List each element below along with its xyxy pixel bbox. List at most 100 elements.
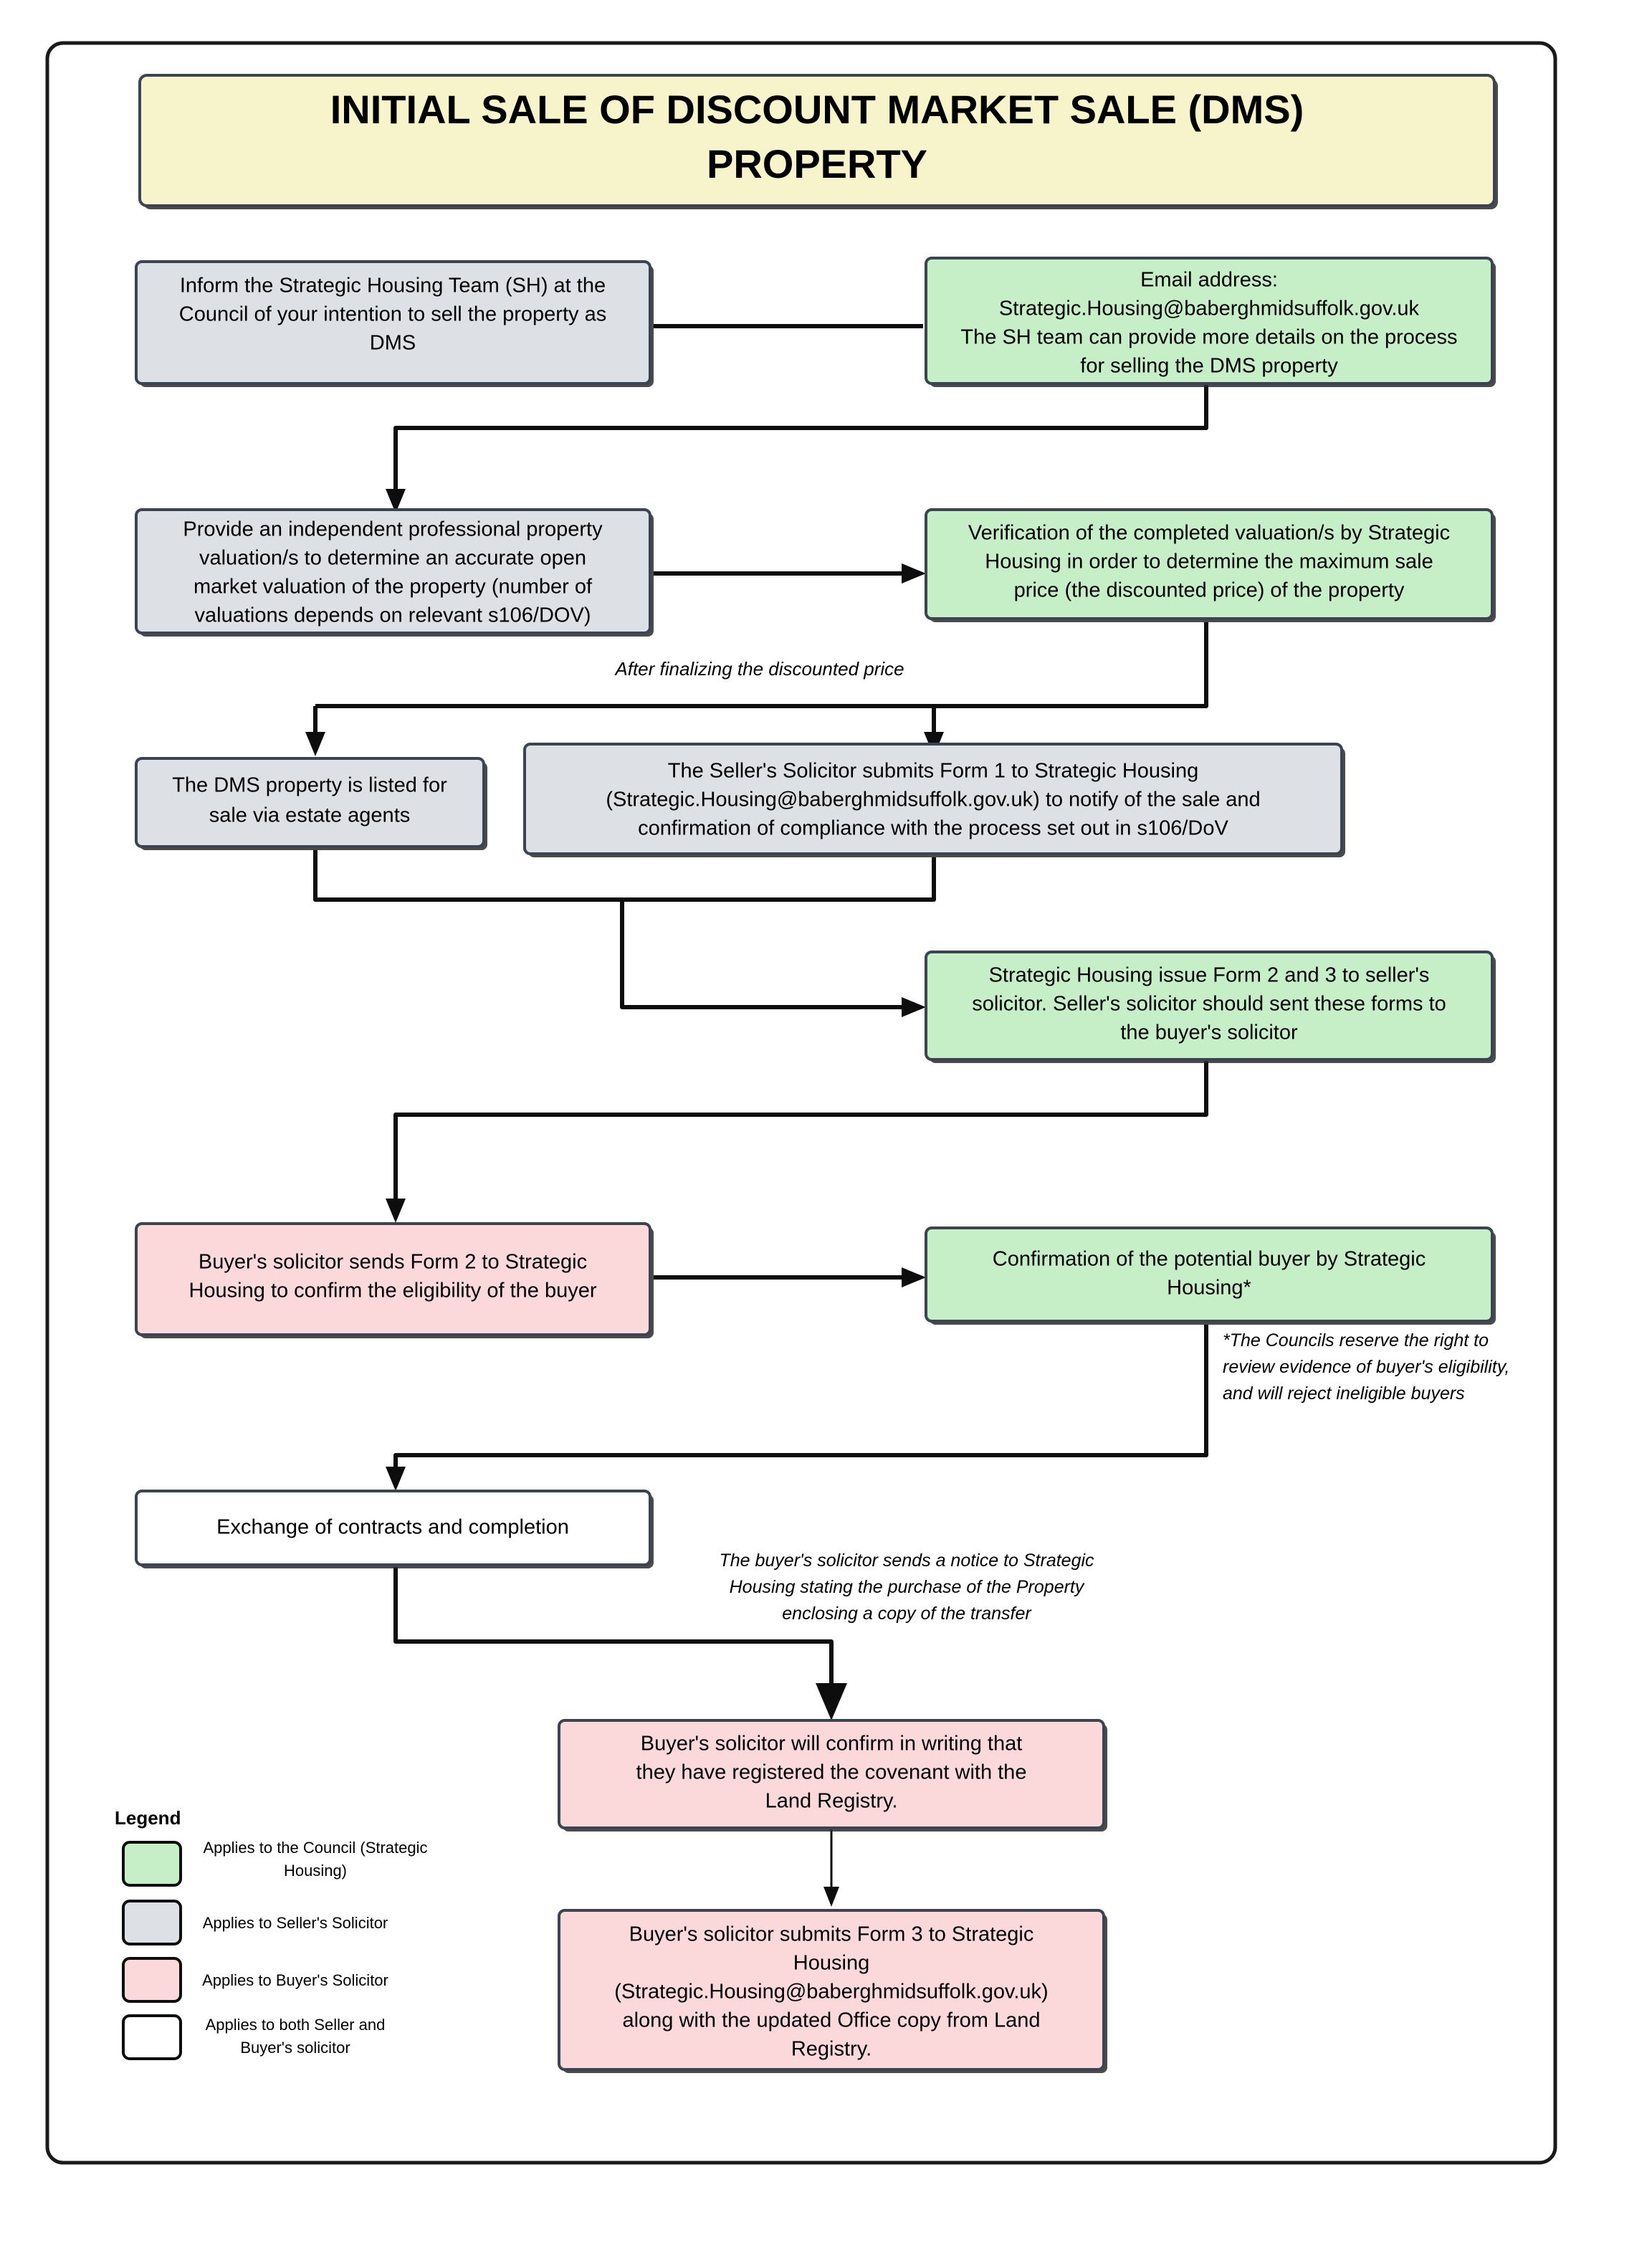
legend-item-both: Applies to both Seller and Buyer's solic… xyxy=(122,2014,386,2060)
connector-exchange-to-covenant xyxy=(393,1567,834,1699)
node-confirm-buyer-rect[interactable] xyxy=(925,1226,1494,1323)
arrowhead-covenant-to-form3 xyxy=(823,1887,839,1907)
node-inform-sh-line-2: DMS xyxy=(370,332,416,355)
node-provide-valuation-line-1: valuation/s to determine an accurate ope… xyxy=(199,547,586,570)
node-exchange-completion-rect[interactable] xyxy=(135,1490,651,1566)
legend: Legend Applies to the Council (Strategic… xyxy=(115,1807,428,2060)
note-council-footnote-line-0: *The Councils reserve the right to xyxy=(1223,1330,1489,1351)
node-listed-estate-agents-line-1: sale via estate agents xyxy=(209,804,411,827)
connector-email-to-valuation xyxy=(393,382,1208,496)
node-inform-sh-line-0: Inform the Strategic Housing Team (SH) a… xyxy=(180,275,606,297)
node-confirm-covenant-rect[interactable] xyxy=(558,1719,1105,1829)
node-issue-form2-3-line-0: Strategic Housing issue Form 2 and 3 to … xyxy=(989,964,1430,987)
connector-issueforms-to-buyerform2 xyxy=(393,1059,1208,1204)
node-email-address-line-2: The SH team can provide more details on … xyxy=(960,326,1457,349)
node-form1-submit[interactable]: The Seller's Solicitor submits Form 1 to… xyxy=(523,743,1345,857)
node-form1-submit-line-0: The Seller's Solicitor submits Form 1 to… xyxy=(668,760,1198,783)
note-buyer-notice: The buyer's solicitor sends a notice to … xyxy=(719,1551,1094,1624)
node-verification[interactable]: Verification of the completed valuation/… xyxy=(925,508,1496,622)
node-exchange-completion-line-0: Exchange of contracts and completion xyxy=(216,1516,569,1539)
node-submit-form3-line-3: along with the updated Office copy from … xyxy=(622,2009,1040,2032)
legend-label-both-line-1: Buyer's solicitor xyxy=(240,2039,350,2057)
note-buyer-notice-line-0: The buyer's solicitor sends a notice to … xyxy=(719,1551,1094,1571)
legend-label-council-line-0: Applies to the Council (Strategic xyxy=(203,1839,427,1857)
note-buyer-notice-line-2: enclosing a copy of the transfer xyxy=(782,1604,1032,1624)
legend-label-seller-line-0: Applies to Seller's Solicitor xyxy=(203,1914,388,1932)
arrowhead-buyerform2-to-confirm xyxy=(902,1267,926,1287)
legend-swatch-seller xyxy=(122,1900,182,1945)
node-inform-sh[interactable]: Inform the Strategic Housing Team (SH) a… xyxy=(135,260,654,387)
page-title-line1: INITIAL SALE OF DISCOUNT MARKET SALE (DM… xyxy=(330,87,1304,132)
page-title-line2: PROPERTY xyxy=(707,141,927,186)
node-form1-submit-line-1: (Strategic.Housing@baberghmidsuffolk.gov… xyxy=(606,789,1260,811)
node-email-address-line-3: for selling the DMS property xyxy=(1080,355,1338,378)
node-form1-submit-line-2: confirmation of compliance with the proc… xyxy=(638,817,1228,840)
node-listed-estate-agents-line-0: The DMS property is listed for xyxy=(172,774,447,797)
edge-label-after-finalizing: After finalizing the discounted price xyxy=(613,658,904,680)
arrowhead-email-to-valuation xyxy=(386,489,406,513)
connector-form1-to-merge xyxy=(622,857,936,902)
node-buyer-sends-form2-line-1: Housing to confirm the eligibility of th… xyxy=(188,1280,596,1302)
legend-swatch-council xyxy=(122,1841,182,1887)
title-banner-rect xyxy=(138,74,1496,207)
node-submit-form3-line-1: Housing xyxy=(793,1952,869,1975)
node-provide-valuation-line-2: market valuation of the property (number… xyxy=(194,576,593,599)
node-provide-valuation[interactable]: Provide an independent professional prop… xyxy=(135,508,654,637)
connector-confirm-to-exchange xyxy=(393,1325,1208,1473)
node-buyer-sends-form2[interactable]: Buyer's solicitor sends Form 2 to Strate… xyxy=(135,1222,654,1338)
node-email-address-line-0: Email address: xyxy=(1140,269,1278,292)
node-submit-form3[interactable]: Buyer's solicitor submits Form 3 to Stra… xyxy=(558,1909,1107,2073)
node-confirm-covenant[interactable]: Buyer's solicitor will confirm in writin… xyxy=(558,1719,1107,1832)
node-listed-estate-agents[interactable]: The DMS property is listed for sale via … xyxy=(135,757,487,850)
outer-frame xyxy=(45,41,1557,2165)
node-provide-valuation-rect[interactable] xyxy=(135,508,651,634)
arrowhead-merge-to-issueforms xyxy=(902,997,926,1017)
node-buyer-sends-form2-line-0: Buyer's solicitor sends Form 2 to Strate… xyxy=(199,1251,587,1274)
node-listed-estate-agents-rect[interactable] xyxy=(135,757,485,848)
legend-swatch-both xyxy=(122,2014,182,2060)
legend-swatch-buyer xyxy=(122,1957,182,2003)
legend-item-seller: Applies to Seller's Solicitor xyxy=(122,1900,388,1945)
node-email-address[interactable]: Email address: Strategic.Housing@babergh… xyxy=(925,257,1496,387)
node-submit-form3-line-2: (Strategic.Housing@baberghmidsuffolk.gov… xyxy=(614,1981,1048,2004)
node-inform-sh-rect[interactable] xyxy=(135,260,651,385)
arrowhead-bus-to-listed xyxy=(305,732,325,756)
node-issue-form2-3-line-2: the buyer's solicitor xyxy=(1120,1021,1298,1044)
node-verification-rect[interactable] xyxy=(925,508,1494,620)
legend-label-both-line-0: Applies to both Seller and xyxy=(206,2016,386,2034)
node-verification-line-1: Housing in order to determine the maximu… xyxy=(985,551,1433,573)
legend-label-council-line-1: Housing) xyxy=(284,1862,347,1880)
note-council-footnote-line-2: and will reject ineligible buyers xyxy=(1223,1383,1465,1404)
node-confirm-buyer[interactable]: Confirmation of the potential buyer by S… xyxy=(925,1226,1496,1325)
node-exchange-completion[interactable]: Exchange of contracts and completion xyxy=(135,1490,654,1568)
legend-label-buyer-line-0: Applies to Buyer's Solicitor xyxy=(202,1971,388,1989)
note-council-footnote: *The Councils reserve the right to revie… xyxy=(1223,1330,1509,1404)
connector-merge-to-issueforms xyxy=(620,900,909,1009)
node-provide-valuation-line-3: valuations depends on relevant s106/DOV) xyxy=(195,604,591,627)
node-issue-form2-3-line-1: solicitor. Seller's solicitor should sen… xyxy=(972,993,1446,1016)
node-form1-submit-rect[interactable] xyxy=(523,743,1343,855)
node-issue-form2-3-rect[interactable] xyxy=(925,951,1494,1061)
node-confirm-covenant-line-2: Land Registry. xyxy=(765,1790,898,1813)
node-inform-sh-line-1: Council of your intention to sell the pr… xyxy=(179,303,606,326)
node-provide-valuation-line-0: Provide an independent professional prop… xyxy=(183,518,603,541)
node-buyer-sends-form2-rect[interactable] xyxy=(135,1222,651,1336)
node-confirm-buyer-line-0: Confirmation of the potential buyer by S… xyxy=(993,1248,1426,1271)
note-buyer-notice-line-1: Housing stating the purchase of the Prop… xyxy=(730,1577,1085,1597)
node-submit-form3-line-4: Registry. xyxy=(791,2038,872,2061)
node-submit-form3-line-0: Buyer's solicitor submits Form 3 to Stra… xyxy=(629,1923,1034,1946)
node-email-address-line-1: Strategic.Housing@baberghmidsuffolk.gov.… xyxy=(999,297,1420,320)
node-confirm-buyer-line-1: Housing* xyxy=(1167,1277,1251,1300)
arrowhead-confirm-to-exchange xyxy=(386,1467,406,1491)
node-submit-form3-rect[interactable] xyxy=(558,1909,1105,2071)
node-verification-line-0: Verification of the completed valuation/… xyxy=(968,522,1450,545)
arrowhead-issueforms-to-buyerform2 xyxy=(386,1199,406,1223)
node-confirm-covenant-line-0: Buyer's solicitor will confirm in writin… xyxy=(641,1733,1023,1756)
arrowhead-valuation-to-verification xyxy=(902,563,926,584)
legend-item-council: Applies to the Council (Strategic Housin… xyxy=(122,1839,428,1887)
legend-item-buyer: Applies to Buyer's Solicitor xyxy=(122,1957,388,2003)
node-email-address-rect[interactable] xyxy=(925,257,1494,385)
connector-listed-to-merge xyxy=(313,850,622,902)
node-issue-form2-3[interactable]: Strategic Housing issue Form 2 and 3 to … xyxy=(925,951,1496,1063)
